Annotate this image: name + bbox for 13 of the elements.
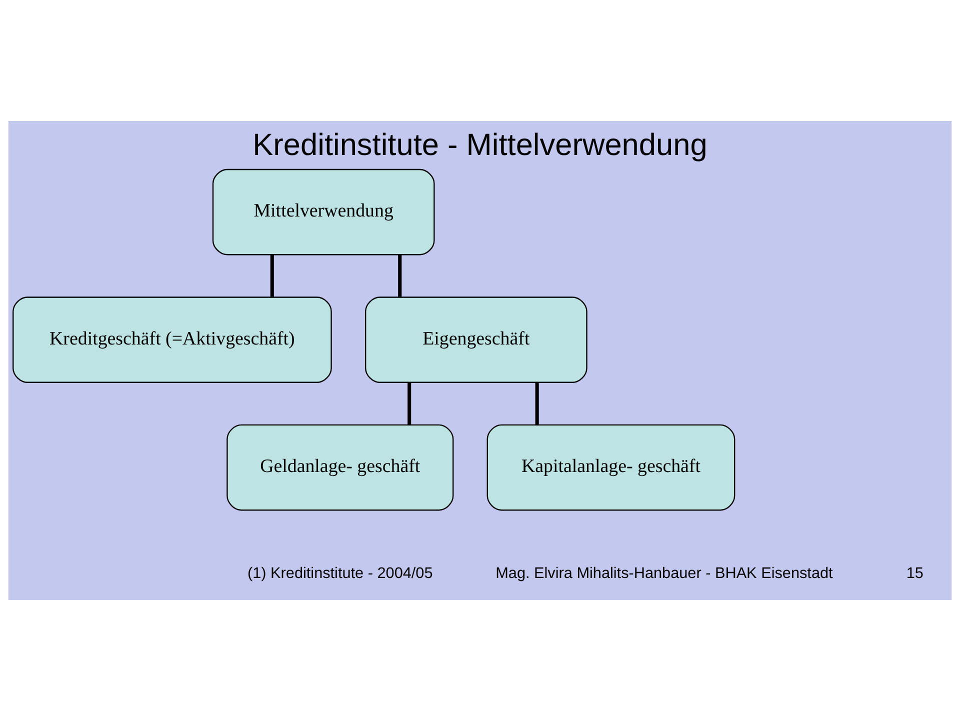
node-box: Eigengeschäft xyxy=(364,296,588,382)
connector xyxy=(408,382,412,424)
label: (1) Kreditinstitute - 2004/05 xyxy=(248,564,433,582)
connector xyxy=(398,254,402,296)
label: Mag. Elvira Mihalits-Hanbauer - BHAK Eisenstadt xyxy=(496,564,833,582)
node-box: Mittelverwendung xyxy=(212,168,435,255)
label: 15 xyxy=(906,564,924,582)
connector xyxy=(270,254,274,296)
node-box: Geldanlage- geschäft xyxy=(226,424,454,510)
node-box: Kapitalanlage- geschäft xyxy=(486,424,736,510)
diagram-title: Kreditinstitute - Mittelverwendung xyxy=(252,126,708,162)
connector xyxy=(535,382,539,424)
node-box: Kreditgeschäft (=Aktivgeschäft) xyxy=(12,296,332,382)
